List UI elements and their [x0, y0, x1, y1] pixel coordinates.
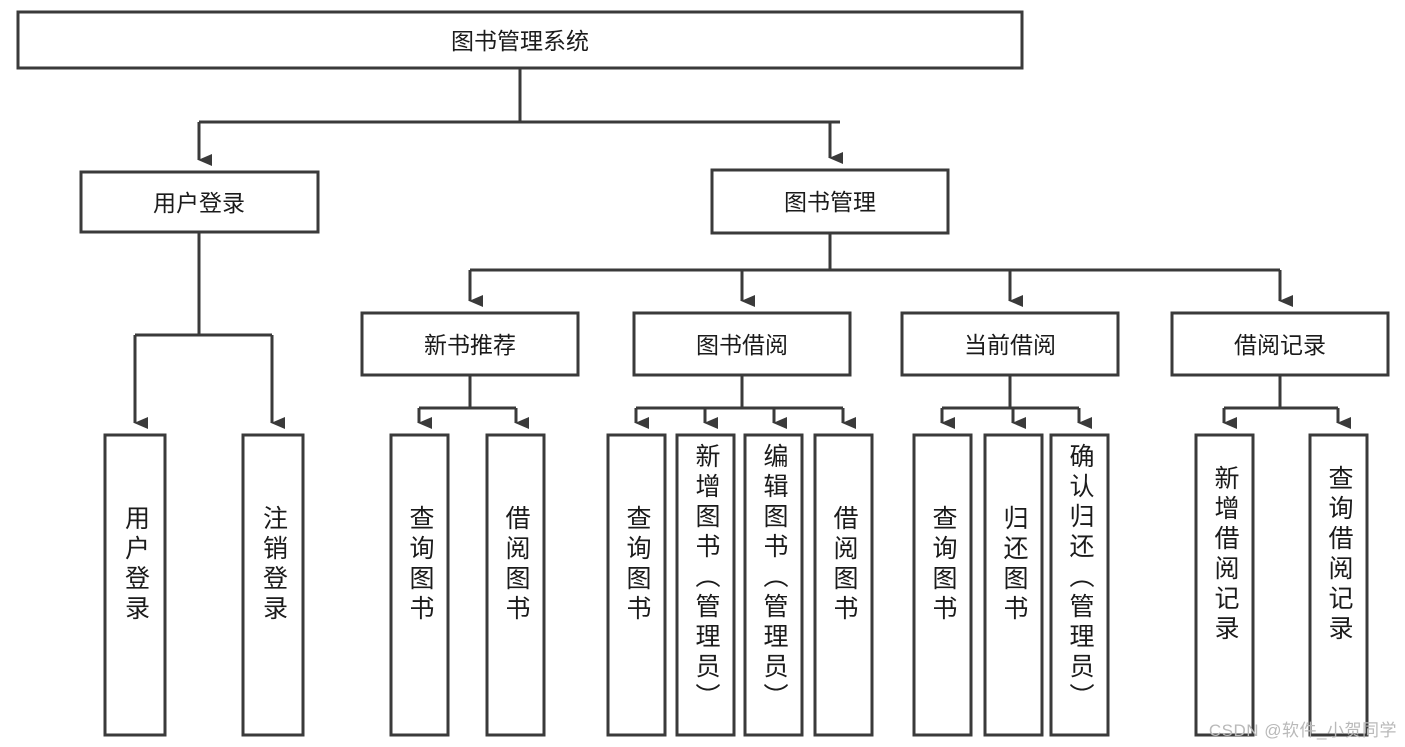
leaf-confirm-return-box[interactable]: [1049, 433, 1110, 737]
connector-group-borrow-record: [1222, 375, 1351, 429]
node-new-book-rec-label: 新书推荐: [424, 332, 516, 358]
watermark-text: CSDN @软件_小贺同学: [1208, 721, 1397, 740]
leaf-borrow-book-2-box[interactable]: [813, 433, 874, 737]
leaf-edit-book-box[interactable]: [743, 433, 804, 737]
leaf-box-group: [103, 433, 1369, 737]
leaf-add-record-box[interactable]: [1194, 433, 1255, 737]
node-book-manage-box[interactable]: [710, 168, 950, 235]
connector-group-current-borrow: [940, 375, 1092, 429]
node-new-book-rec-box[interactable]: [360, 311, 580, 377]
leaf-query-book-3-box[interactable]: [912, 433, 973, 737]
node-root[interactable]: 图书管理系统: [16, 10, 1024, 70]
node-current-borrow[interactable]: 当前借阅: [900, 311, 1120, 377]
leaf-query-book-2-box[interactable]: [606, 433, 667, 737]
node-borrow-record-label: 借阅记录: [1234, 332, 1326, 358]
node-borrow-record-box[interactable]: [1170, 311, 1390, 377]
connector-group-user-login: [133, 232, 285, 429]
leaf-return-book-box[interactable]: [983, 433, 1044, 737]
node-book-borrow-box[interactable]: [632, 311, 852, 377]
node-root-box[interactable]: [16, 10, 1024, 70]
node-book-manage-label: 图书管理: [784, 189, 876, 215]
node-current-borrow-label: 当前借阅: [964, 332, 1056, 358]
leaf-add-book-box[interactable]: [675, 433, 736, 737]
node-new-book-rec[interactable]: 新书推荐: [360, 311, 580, 377]
leaf-query-record-box[interactable]: [1308, 433, 1369, 737]
node-book-borrow[interactable]: 图书借阅: [632, 311, 852, 377]
node-user-login-box[interactable]: [79, 170, 320, 234]
node-user-login-label: 用户登录: [153, 190, 245, 216]
leaf-query-book-1-box[interactable]: [389, 433, 450, 737]
leaf-borrow-book-1-box[interactable]: [485, 433, 546, 737]
node-borrow-record[interactable]: 借阅记录: [1170, 311, 1390, 377]
leaf-logout-box[interactable]: [241, 433, 305, 737]
node-user-login[interactable]: 用户登录: [79, 170, 320, 234]
leaf-user-login-box[interactable]: [103, 433, 167, 737]
connector-group-new-book-rec: [417, 375, 529, 429]
connector-group-root: [197, 68, 843, 166]
node-root-label: 图书管理系统: [451, 28, 589, 54]
node-book-borrow-label: 图书借阅: [696, 332, 788, 358]
connector-group-book-manage: [468, 233, 1293, 307]
node-current-borrow-box[interactable]: [900, 311, 1120, 377]
connector-group-book-borrow: [634, 375, 856, 429]
node-book-manage[interactable]: 图书管理: [710, 168, 950, 235]
